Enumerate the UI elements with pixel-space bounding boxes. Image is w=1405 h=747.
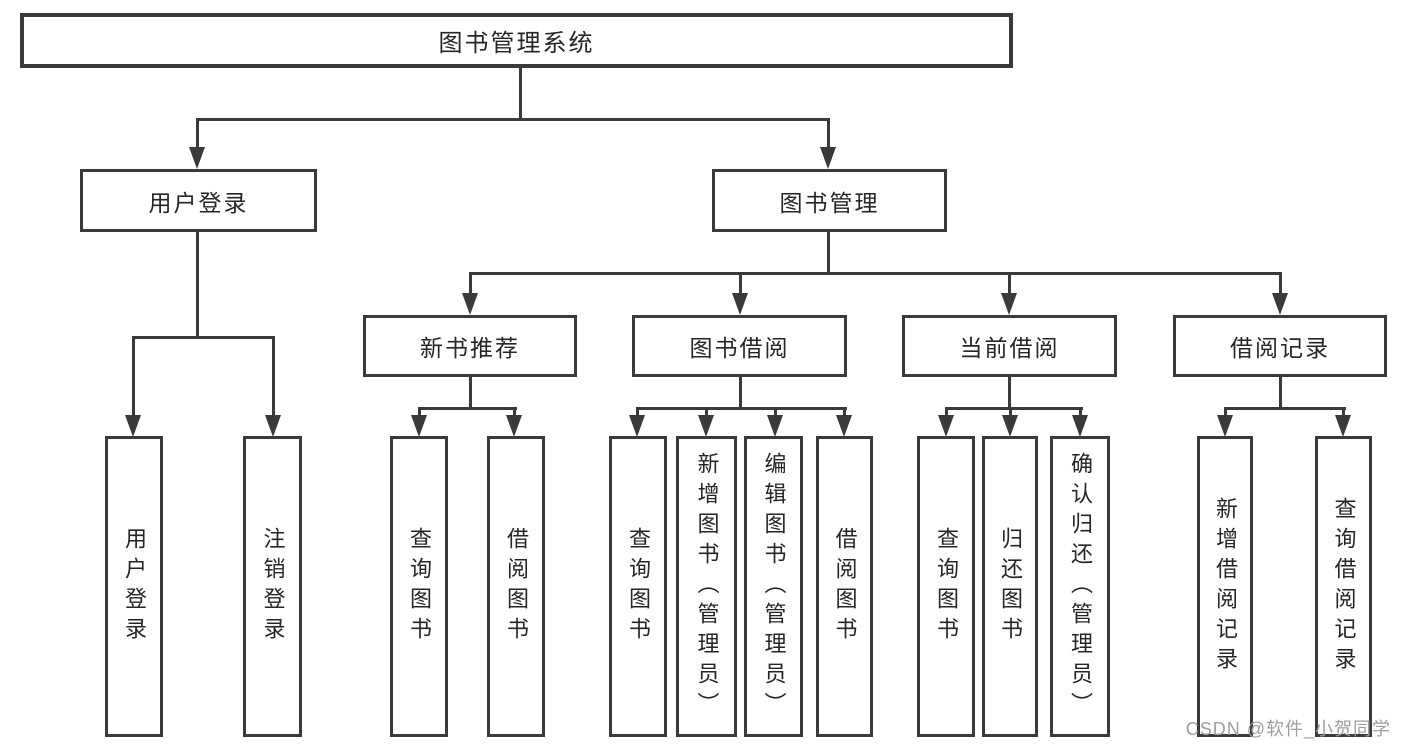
node-bb-edit-books-admin: 编辑图书（管理员）: [744, 436, 803, 737]
arrow-down-icon: [1217, 415, 1233, 437]
node-nbr-query-books: 查询图书: [390, 436, 448, 737]
arrow-down-icon: [767, 415, 783, 437]
arrow-down-icon: [1002, 415, 1018, 437]
arrow-down-icon: [125, 415, 141, 437]
arrow-down-icon: [506, 415, 522, 437]
arrow-down-icon: [820, 147, 836, 169]
node-new-book-recommend: 新书推荐: [363, 315, 577, 377]
connector-bb-trunk: [739, 375, 742, 410]
node-book-borrow: 图书借阅: [632, 315, 847, 377]
node-borrow-records: 借阅记录: [1173, 315, 1387, 377]
node-book-management: 图书管理: [712, 169, 947, 232]
arrow-down-icon: [1072, 415, 1088, 437]
node-book-borrow-label: 图书借阅: [689, 335, 790, 361]
connector-cb-drop-1: [945, 407, 948, 417]
node-new-book-recommend-label: 新书推荐: [420, 335, 520, 361]
connector-user-hline: [132, 336, 275, 339]
arrow-down-icon: [265, 415, 281, 437]
node-bb-query-books: 查询图书: [609, 436, 667, 737]
node-cb-query-books-label: 查询图书: [934, 526, 959, 647]
connector-br-drop-1: [1224, 407, 1227, 417]
arrow-down-icon: [411, 415, 427, 437]
node-cb-return-books: 归还图书: [982, 436, 1038, 737]
connector-mgmt-trunk: [827, 230, 830, 275]
arrow-down-icon: [629, 415, 645, 437]
node-current-borrow-label: 当前借阅: [959, 335, 1060, 361]
arrow-down-icon: [1335, 415, 1351, 437]
connector-root-drop-right: [827, 118, 830, 149]
arrow-down-icon: [189, 147, 205, 169]
connector-br-trunk: [1279, 375, 1282, 410]
arrow-down-icon: [462, 293, 478, 315]
connector-bb-drop-4: [843, 407, 846, 417]
connector-bb-drop-3: [774, 407, 777, 417]
connector-root-trunk: [519, 66, 522, 121]
connector-root-drop-left: [196, 118, 199, 149]
node-root-label: 图书管理系统: [438, 30, 595, 57]
node-bb-edit-books-admin-label: 编辑图书（管理员）: [761, 451, 787, 722]
node-br-add-record: 新增借阅记录: [1197, 436, 1253, 737]
connector-br-drop-2: [1342, 407, 1345, 417]
node-user-login-group: 用户登录: [80, 169, 317, 232]
csdn-watermark: CSDN @软件_小贺同学: [1185, 719, 1391, 739]
connector-cb-drop-2: [1009, 407, 1012, 417]
node-logout-label: 注销登录: [260, 526, 286, 647]
node-cb-query-books: 查询图书: [917, 436, 975, 737]
connector-br-hline: [1224, 407, 1346, 410]
node-current-borrow: 当前借阅: [902, 315, 1117, 377]
node-br-add-record-label: 新增借阅记录: [1213, 496, 1238, 677]
node-logout: 注销登录: [243, 436, 302, 737]
connector-nbr-hline: [418, 407, 517, 410]
node-bb-add-books-admin-label: 新增图书（管理员）: [694, 451, 720, 722]
connector-nbr-drop-2: [513, 407, 516, 417]
connector-nbr-drop-1: [418, 407, 421, 417]
node-nbr-borrow-books-label: 借阅图书: [504, 526, 529, 647]
node-login-label: 用户登录: [122, 526, 147, 647]
node-cb-return-books-label: 归还图书: [998, 526, 1023, 647]
node-br-query-record: 查询借阅记录: [1315, 436, 1372, 737]
arrow-down-icon: [732, 293, 748, 315]
node-login: 用户登录: [105, 436, 163, 737]
arrow-down-icon: [938, 415, 954, 437]
connector-bb-drop-1: [636, 407, 639, 417]
connector-mgmt-drop-3: [1008, 272, 1011, 295]
connector-root-hline: [196, 118, 830, 121]
connector-mgmt-drop-1: [469, 272, 472, 295]
node-nbr-borrow-books: 借阅图书: [487, 436, 545, 737]
connector-cb-hline: [945, 407, 1083, 410]
connector-bb-hline: [636, 407, 847, 410]
connector-cb-trunk: [1008, 375, 1011, 410]
node-root: 图书管理系统: [20, 13, 1013, 68]
node-book-management-label: 图书管理: [779, 189, 880, 216]
node-bb-borrow-books-label: 借阅图书: [832, 526, 858, 647]
connector-bb-drop-2: [705, 407, 708, 417]
node-user-login-group-label: 用户登录: [148, 189, 249, 216]
connector-user-drop-2: [272, 336, 275, 417]
connector-mgmt-hline: [469, 272, 1282, 275]
node-br-query-record-label: 查询借阅记录: [1331, 496, 1357, 677]
connector-mgmt-drop-4: [1279, 272, 1282, 295]
node-bb-query-books-label: 查询图书: [626, 526, 651, 647]
node-borrow-records-label: 借阅记录: [1230, 335, 1330, 361]
node-cb-confirm-return-admin: 确认归还（管理员）: [1050, 436, 1110, 737]
arrow-down-icon: [1001, 293, 1017, 315]
node-cb-confirm-return-admin-label: 确认归还（管理员）: [1068, 451, 1093, 722]
connector-cb-drop-3: [1079, 407, 1082, 417]
arrow-down-icon: [1272, 293, 1288, 315]
node-nbr-query-books-label: 查询图书: [407, 526, 432, 647]
connector-user-drop-1: [132, 336, 135, 417]
connector-user-trunk: [196, 230, 199, 339]
connector-nbr-trunk: [469, 375, 472, 410]
node-bb-add-books-admin: 新增图书（管理员）: [676, 436, 737, 737]
node-bb-borrow-books: 借阅图书: [816, 436, 873, 737]
arrow-down-icon: [698, 415, 714, 437]
connector-mgmt-drop-2: [739, 272, 742, 295]
arrow-down-icon: [836, 415, 852, 437]
